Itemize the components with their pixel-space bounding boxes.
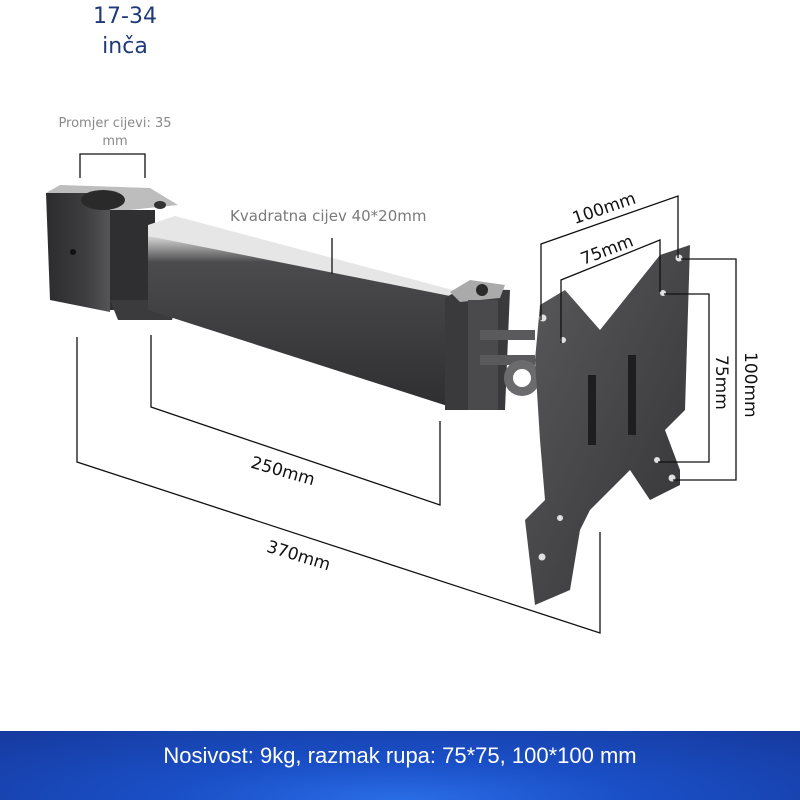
size-unit: inča (102, 34, 148, 59)
tube-diameter-label: Promjer cijevi: 35 mm (40, 115, 190, 151)
spec-text: Nosivost: 9kg, razmak rupa: 75*75, 100*1… (163, 743, 637, 768)
square-tube (148, 216, 460, 410)
screen-size-badge: 17-34 inča (30, 2, 220, 62)
size-range: 17-34 (93, 4, 157, 29)
vesa-100-side-label: 100mm (740, 352, 760, 418)
tube-diameter-text: Promjer cijevi: 35 (58, 116, 172, 131)
tube-diameter-unit: mm (102, 134, 128, 149)
square-tube-label: Kvadratna cijev 40*20mm (230, 207, 427, 225)
vesa-plate (525, 245, 690, 605)
vesa-75-side-label: 75mm (711, 355, 731, 410)
hinge-joint (445, 280, 540, 410)
dimension-lines (76, 153, 737, 634)
spec-footer: Nosivost: 9kg, razmak rupa: 75*75, 100*1… (0, 731, 800, 800)
